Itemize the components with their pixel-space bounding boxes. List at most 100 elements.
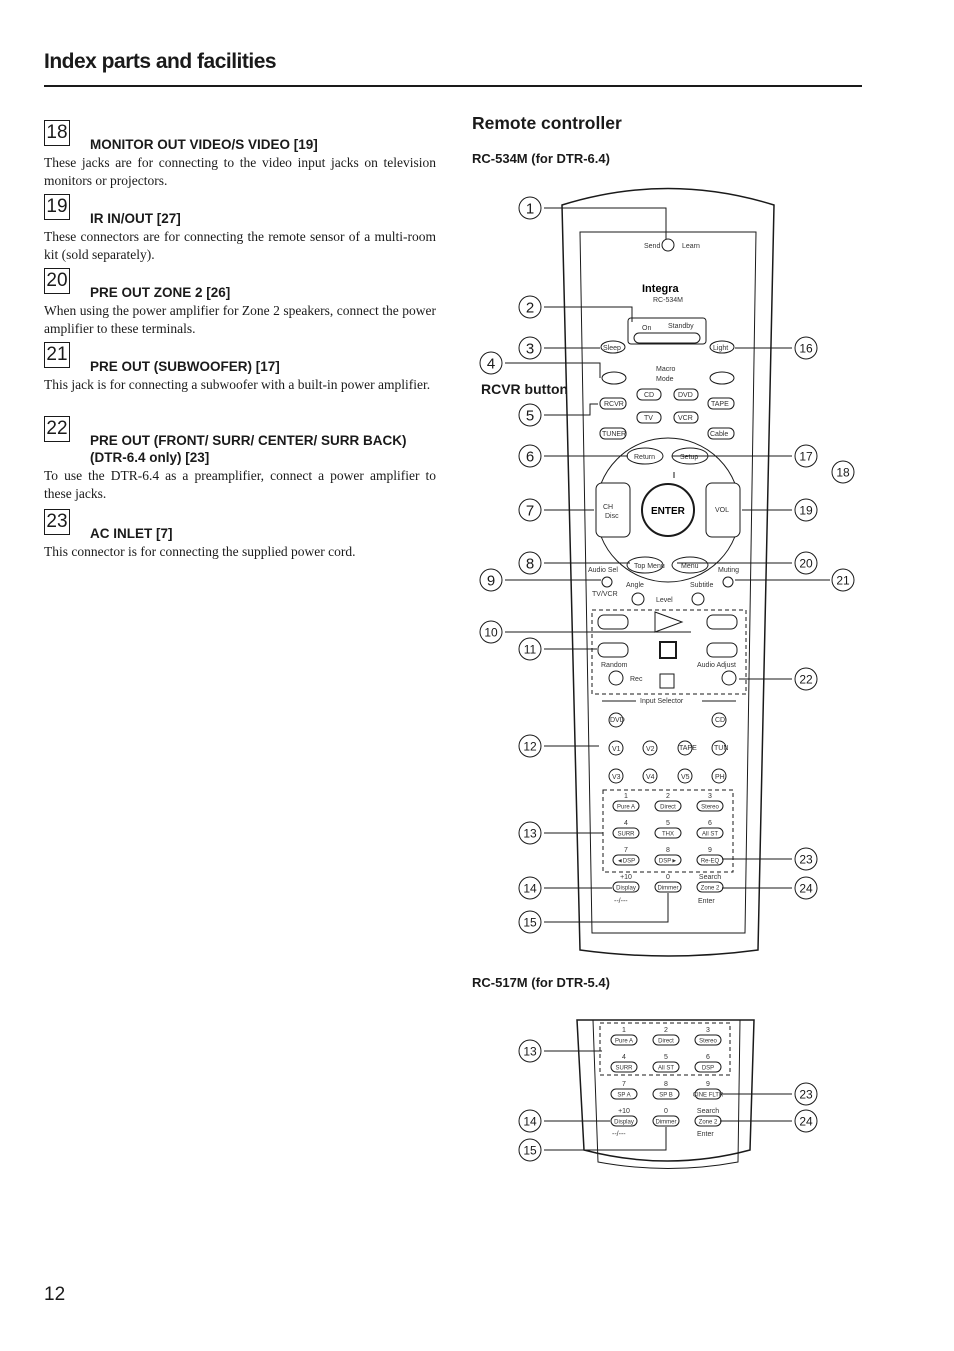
keypad-key[interactable] — [696, 881, 724, 893]
callout-number: 3 — [526, 341, 534, 358]
top-menu-button[interactable] — [626, 556, 664, 574]
input-dvd-button[interactable] — [608, 712, 624, 728]
input-tape-label: TAPE — [679, 745, 697, 752]
title-rule — [44, 85, 862, 87]
macro-left-button[interactable] — [601, 371, 627, 385]
enter-button[interactable] — [641, 483, 695, 537]
callout-number: 10 — [484, 626, 498, 640]
cd-button[interactable] — [636, 388, 662, 401]
keypad-key[interactable] — [612, 854, 640, 866]
light-label: Light — [713, 345, 728, 352]
keypad-key[interactable] — [652, 1034, 680, 1046]
keypad-key[interactable] — [654, 827, 682, 839]
keypad-key-label: Stereo — [701, 805, 719, 811]
keypad-key[interactable] — [694, 1034, 722, 1046]
keypad-key[interactable] — [610, 1088, 638, 1100]
send-learn-indicator[interactable] — [661, 238, 675, 252]
keypad-number: 4 — [622, 1054, 626, 1061]
keypad-key[interactable] — [652, 1115, 680, 1127]
entry-21: 21 PRE OUT (SUBWOOFER) [17] This jack is… — [44, 342, 436, 394]
input-phono-button[interactable] — [711, 768, 727, 784]
keypad-key[interactable] — [694, 1061, 722, 1073]
input-cd-button[interactable] — [711, 712, 727, 728]
input-v1-button[interactable] — [608, 740, 624, 756]
play-button[interactable] — [654, 611, 684, 633]
keypad-number: 1 — [624, 793, 628, 800]
tuner-button[interactable] — [599, 427, 627, 440]
entry-23: 23 AC INLET [7] This connector is for co… — [44, 509, 436, 561]
keypad-key[interactable] — [612, 800, 640, 812]
callout-number: 24 — [799, 1115, 813, 1129]
tv-button[interactable] — [636, 411, 662, 424]
input-tape-button[interactable] — [677, 740, 693, 756]
send-label: Send — [644, 243, 660, 250]
subtitle-label: Subtitle — [690, 582, 713, 589]
callout-number: 2 — [526, 300, 534, 317]
callout-number: 15 — [523, 916, 537, 930]
keypad-key[interactable] — [610, 1061, 638, 1073]
rec-label: Rec — [630, 676, 643, 683]
callout-circle — [518, 734, 542, 758]
level-down-button[interactable] — [631, 592, 645, 606]
dvd-button[interactable] — [673, 388, 699, 401]
input-v4-button[interactable] — [642, 768, 658, 784]
stop-button[interactable] — [659, 641, 677, 659]
input-v2-button[interactable] — [642, 740, 658, 756]
input-dvd-label: DVD — [610, 717, 625, 724]
callout-circle — [794, 551, 818, 575]
callout-number: 5 — [526, 408, 534, 425]
keypad-key[interactable] — [610, 1034, 638, 1046]
return-label: Return — [634, 454, 655, 461]
skip-forward-button[interactable] — [706, 614, 738, 630]
vol-rocker[interactable] — [705, 482, 741, 538]
enter-key-label-2: Enter — [697, 1131, 714, 1138]
fast-forward-button[interactable] — [706, 642, 738, 658]
keypad-group-1 — [602, 789, 734, 873]
keypad-key[interactable] — [696, 854, 724, 866]
keypad-key[interactable] — [696, 800, 724, 812]
input-v5-button[interactable] — [677, 768, 693, 784]
keypad-key-label: Dimmer — [658, 886, 679, 892]
keypad-key[interactable] — [696, 827, 724, 839]
callout-number: 17 — [799, 450, 813, 464]
keypad-key-label: Display — [616, 886, 636, 892]
keypad-key[interactable] — [652, 1061, 680, 1073]
keypad-key[interactable] — [612, 881, 640, 893]
input-tuner-button[interactable] — [711, 740, 727, 756]
light-button[interactable] — [709, 340, 735, 354]
sleep-button[interactable] — [600, 340, 626, 354]
callout-circle — [518, 1109, 542, 1133]
rcvr-button[interactable] — [599, 397, 627, 410]
callout-circle — [479, 568, 503, 592]
callout-number: 15 — [523, 1144, 537, 1158]
audio-sel-button[interactable] — [601, 576, 613, 588]
skip-back-button[interactable] — [597, 614, 629, 630]
keypad-key[interactable] — [654, 881, 682, 893]
keypad-key[interactable] — [654, 800, 682, 812]
menu-button[interactable] — [671, 556, 709, 574]
keypad-number: 6 — [706, 1054, 710, 1061]
disc-label: Disc — [605, 513, 619, 520]
rewind-button[interactable] — [597, 642, 629, 658]
keypad-number: +10 — [618, 1108, 630, 1115]
keypad-key[interactable] — [654, 854, 682, 866]
keypad-key-label: DSP — [702, 1066, 714, 1072]
muting-button[interactable] — [722, 576, 734, 588]
on-standby-button[interactable] — [633, 332, 701, 344]
keypad-key[interactable] — [610, 1115, 638, 1127]
level-up-button[interactable] — [691, 592, 705, 606]
keypad-key[interactable] — [652, 1088, 680, 1100]
callout-circle — [794, 336, 818, 360]
on-label: On — [642, 325, 651, 332]
tape-button[interactable] — [707, 397, 735, 410]
macro-right-button[interactable] — [709, 371, 735, 385]
input-v3-button[interactable] — [608, 768, 624, 784]
vcr-button[interactable] — [673, 411, 699, 424]
rec-button[interactable] — [608, 670, 624, 686]
ch-disc-rocker[interactable] — [595, 482, 631, 538]
eject-button[interactable] — [721, 670, 737, 686]
pause-button[interactable] — [659, 673, 675, 689]
cable-button[interactable] — [707, 427, 735, 440]
keypad-key[interactable] — [612, 827, 640, 839]
